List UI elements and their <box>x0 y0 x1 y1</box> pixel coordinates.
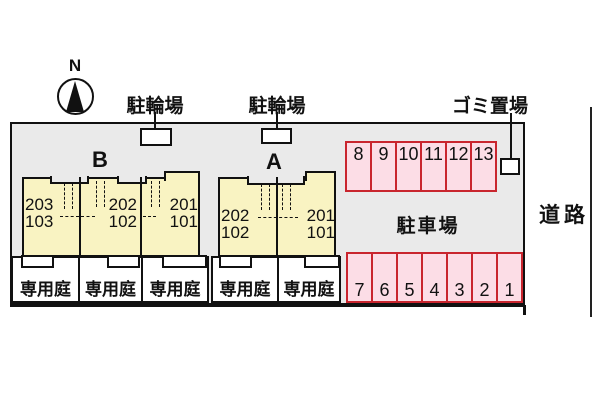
unit-upper: 201 <box>306 206 335 225</box>
parking-space-number: 4 <box>429 280 440 300</box>
stair-dash <box>60 216 79 217</box>
private-garden-label: 専用庭 <box>219 280 271 299</box>
parking-row-south: 7 6 5 4 3 2 1 <box>346 252 523 303</box>
unit-lower: 101 <box>169 211 198 231</box>
stair-dash <box>64 183 65 209</box>
unit-upper: 201 <box>169 195 198 214</box>
stair-dash <box>282 184 283 210</box>
parking-space-number: 6 <box>379 280 390 300</box>
stair-dash <box>72 183 73 209</box>
road-left-line <box>523 305 526 315</box>
unit-lower: 101 <box>306 222 335 242</box>
unit-upper: 203 <box>25 195 54 214</box>
stair-dash <box>104 181 105 207</box>
parking-space-number: 10 <box>398 144 419 164</box>
parking-space-number: 1 <box>504 280 515 300</box>
parking-space-2: 2 <box>471 254 496 301</box>
unit-upper: 202 <box>108 195 137 214</box>
road-label: 道路 <box>539 204 589 227</box>
stair-dash <box>96 181 97 207</box>
stair-dash <box>261 184 262 210</box>
parking-space-number: 7 <box>354 280 365 300</box>
parking-space-6: 6 <box>371 254 396 301</box>
parking-space-3: 3 <box>446 254 471 301</box>
parking-space-12: 12 <box>445 143 470 190</box>
building-b-entry-notch-2 <box>117 176 147 184</box>
parking-space-number: 12 <box>448 144 469 164</box>
bicycle-parking-label-2: 駐輪場 <box>248 96 306 117</box>
porch-2 <box>107 255 140 268</box>
compass-north-label: N <box>68 56 82 75</box>
unit-lower: 102 <box>108 211 137 231</box>
stair-dash <box>151 181 152 207</box>
stair-dash <box>81 216 95 217</box>
parking-space-number: 2 <box>479 280 490 300</box>
private-garden-label: 専用庭 <box>283 280 335 299</box>
parking-space-10: 10 <box>395 143 420 190</box>
garbage-area-label: ゴミ置場 <box>452 96 529 117</box>
bicycle-parking-connector-2 <box>276 112 278 130</box>
bicycle-parking-label-1: 駐輪場 <box>126 96 184 117</box>
garbage-area-box <box>500 158 520 175</box>
parking-space-7: 7 <box>348 254 371 301</box>
bicycle-parking-box-2 <box>261 128 292 144</box>
private-garden-label: 専用庭 <box>20 280 71 299</box>
unit-lower: 102 <box>221 222 250 242</box>
building-a-raised-section <box>305 171 336 181</box>
unit-lower: 103 <box>25 211 54 231</box>
parking-space-number: 3 <box>454 280 465 300</box>
parking-space-number: 13 <box>473 144 494 164</box>
parking-space-number: 9 <box>378 144 389 164</box>
private-garden-label: 専用庭 <box>149 280 201 299</box>
building-b-entry-notch-1 <box>50 176 89 184</box>
parking-space-number: 11 <box>424 144 443 164</box>
porch-1 <box>21 255 54 268</box>
road-right-line <box>590 107 592 317</box>
parking-space-5: 5 <box>396 254 421 301</box>
parking-row-north: 8 9 10 11 12 13 <box>345 141 497 192</box>
stair-dash <box>159 181 160 207</box>
stair-dash <box>143 216 156 217</box>
stair-dash <box>290 184 291 210</box>
building-b-unit-divider-2 <box>140 177 142 257</box>
parking-lot-label: 駐車場 <box>396 216 460 237</box>
building-b-label: B <box>92 147 108 172</box>
parking-space-4: 4 <box>421 254 446 301</box>
parking-space-8: 8 <box>347 143 370 190</box>
porch-4 <box>219 255 252 268</box>
garbage-area-connector <box>510 113 512 160</box>
parking-space-number: 5 <box>404 280 415 300</box>
building-a-label: A <box>266 149 282 174</box>
porch-5 <box>304 255 340 268</box>
parking-space-9: 9 <box>370 143 395 190</box>
compass-needle-icon <box>66 81 84 112</box>
building-b-unit-divider-1 <box>79 177 81 257</box>
stair-dash <box>269 184 270 210</box>
parking-space-11: 11 <box>420 143 445 190</box>
bicycle-parking-box-1 <box>140 128 172 146</box>
parking-space-number: 8 <box>353 144 364 164</box>
unit-upper: 202 <box>221 206 250 225</box>
bicycle-parking-connector-1 <box>154 112 156 130</box>
parking-space-13: 13 <box>470 143 495 190</box>
porch-3 <box>162 255 207 268</box>
parking-space-1: 1 <box>496 254 521 301</box>
stair-dash <box>258 217 298 218</box>
private-garden-label: 専用庭 <box>85 280 136 299</box>
building-b-raised-section <box>164 171 200 181</box>
